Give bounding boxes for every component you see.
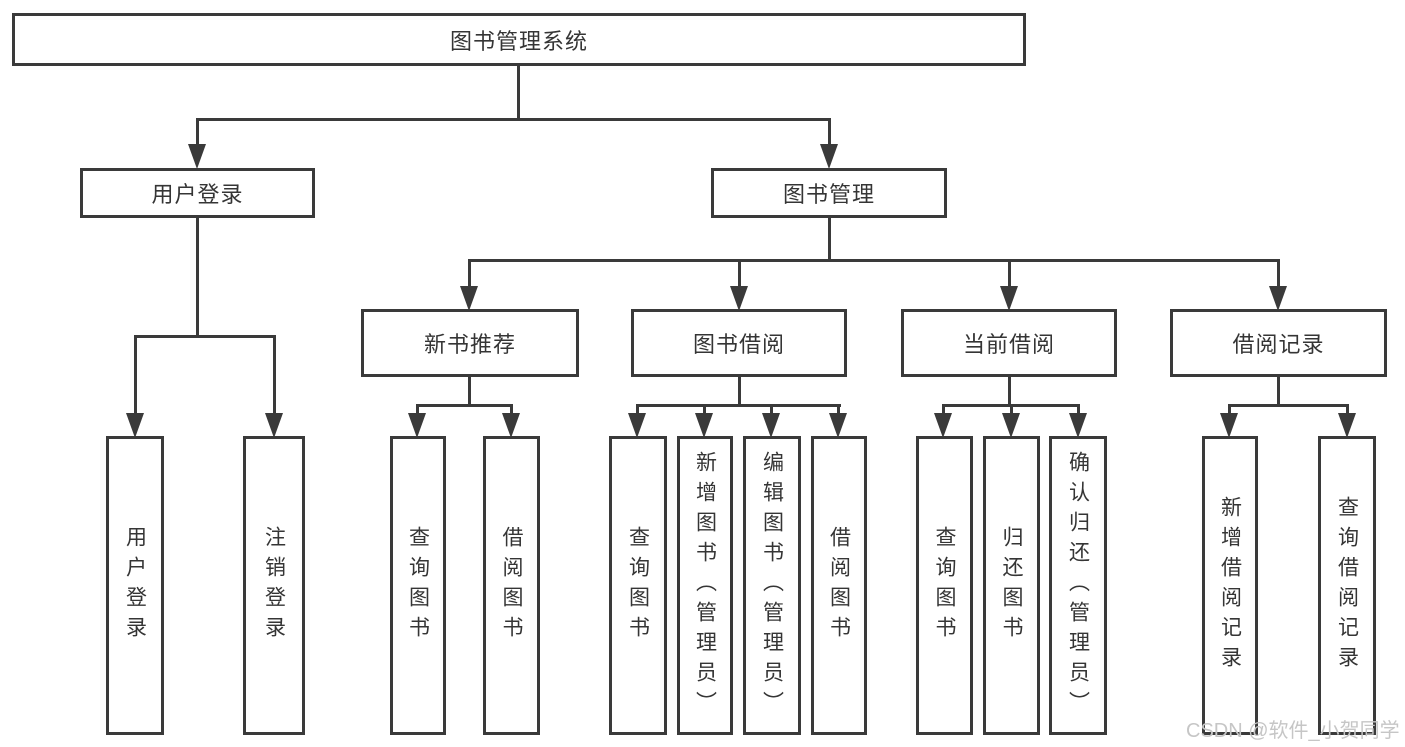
leaf-logout-label: 注销登录	[262, 525, 286, 646]
connector-cb-stem	[1008, 375, 1011, 407]
connector-bb-stem	[738, 375, 741, 407]
leaf-bb-add-books-admin: 新增图书（管理员）	[677, 436, 733, 735]
node-new-book-recommend: 新书推荐	[361, 309, 579, 377]
connector-nbr-stem	[468, 375, 471, 407]
arrow-head-nbr-borrow	[502, 413, 520, 438]
arrow-shaft-borrow-records	[1277, 259, 1280, 287]
leaf-bb-borrow-books: 借阅图书	[811, 436, 867, 735]
node-current-borrow: 当前借阅	[901, 309, 1117, 377]
arrow-head-bb-borrow	[829, 413, 847, 438]
arrow-shaft-book-borrow	[738, 259, 741, 287]
arrow-shaft-cb-confirm	[1077, 404, 1080, 416]
node-borrow-records: 借阅记录	[1170, 309, 1387, 377]
connector-user-login-group	[134, 335, 276, 338]
arrow-head-bb-query	[628, 413, 646, 438]
connector-bb-group	[636, 404, 841, 407]
connector-root-stem	[517, 64, 520, 121]
arrow-head-br-query	[1338, 413, 1356, 438]
arrow-shaft-leaf-user-login	[134, 335, 137, 415]
arrow-head-br-add	[1220, 413, 1238, 438]
leaf-cb-query-books-label: 查询图书	[933, 525, 956, 646]
arrow-head-bb-edit	[762, 413, 780, 438]
arrow-shaft-user-login	[196, 118, 199, 146]
arrow-shaft-br-query	[1346, 404, 1349, 416]
arrow-head-nbr-query	[408, 413, 426, 438]
leaf-cb-confirm-return-admin: 确认归还（管理员）	[1049, 436, 1107, 735]
leaf-cb-confirm-return-admin-label: 确认归还（管理员）	[1066, 450, 1090, 721]
leaf-cb-query-books: 查询图书	[916, 436, 973, 735]
connector-level3	[468, 259, 1280, 262]
arrow-head-cb-return	[1002, 413, 1020, 438]
connector-user-login-stem	[196, 216, 199, 338]
node-book-management: 图书管理	[711, 168, 947, 218]
arrow-shaft-book-management	[828, 118, 831, 146]
arrow-head-cb-confirm	[1069, 413, 1087, 438]
arrow-head-leaf-logout	[265, 413, 283, 438]
node-new-book-recommend-label: 新书推荐	[423, 332, 516, 357]
arrow-shaft-current-borrow	[1008, 259, 1011, 287]
leaf-bb-edit-books-admin: 编辑图书（管理员）	[743, 436, 801, 735]
arrow-head-cb-query	[934, 413, 952, 438]
arrow-shaft-leaf-logout	[273, 335, 276, 415]
leaf-br-add-record-label: 新增借阅记录	[1218, 495, 1242, 676]
node-user-login-label: 用户登录	[151, 182, 244, 207]
leaf-br-query-record: 查询借阅记录	[1318, 436, 1376, 735]
arrow-shaft-bb-borrow	[837, 404, 840, 416]
leaf-cb-return-books-label: 归还图书	[1000, 525, 1023, 646]
csdn-watermark: CSDN @软件_小贺同学	[1186, 720, 1400, 742]
leaf-nbr-query-books: 查询图书	[390, 436, 446, 735]
leaf-br-query-record-label: 查询借阅记录	[1335, 495, 1359, 676]
leaf-nbr-borrow-books-label: 借阅图书	[500, 525, 523, 646]
arrow-head-bb-add	[695, 413, 713, 438]
connector-book-management-stem	[828, 216, 831, 262]
arrow-head-borrow-records	[1269, 286, 1287, 311]
connector-level1	[196, 118, 831, 121]
leaf-logout: 注销登录	[243, 436, 305, 735]
connector-br-stem	[1277, 375, 1280, 407]
node-book-management-label: 图书管理	[782, 182, 875, 207]
arrow-head-book-borrow	[730, 286, 748, 311]
leaf-user-login: 用户登录	[106, 436, 164, 735]
arrow-shaft-br-add	[1228, 404, 1231, 416]
arrow-head-book-management	[820, 144, 838, 169]
leaf-bb-add-books-admin-label: 新增图书（管理员）	[693, 450, 717, 721]
connector-br-group	[1228, 404, 1349, 407]
arrow-shaft-nbr-borrow	[510, 404, 513, 416]
leaf-cb-return-books: 归还图书	[983, 436, 1040, 735]
node-current-borrow-label: 当前借阅	[962, 332, 1055, 357]
node-borrow-records-label: 借阅记录	[1232, 332, 1325, 357]
arrow-shaft-nbr-query	[416, 404, 419, 416]
leaf-bb-query-books: 查询图书	[609, 436, 667, 735]
arrow-head-new-book-recommend	[460, 286, 478, 311]
arrow-shaft-new-book-recommend	[468, 259, 471, 287]
leaf-bb-edit-books-admin-label: 编辑图书（管理员）	[760, 450, 784, 721]
node-user-login: 用户登录	[80, 168, 315, 218]
leaf-br-add-record: 新增借阅记录	[1202, 436, 1258, 735]
arrow-head-leaf-user-login	[126, 413, 144, 438]
arrow-shaft-bb-edit	[770, 404, 773, 416]
arrow-head-current-borrow	[1000, 286, 1018, 311]
connector-nbr-group	[416, 404, 513, 407]
node-root: 图书管理系统	[12, 13, 1026, 66]
node-book-borrow-label: 图书借阅	[692, 332, 785, 357]
node-book-borrow: 图书借阅	[631, 309, 847, 377]
leaf-nbr-borrow-books: 借阅图书	[483, 436, 540, 735]
leaf-nbr-query-books-label: 查询图书	[406, 525, 430, 646]
arrow-shaft-bb-query	[636, 404, 639, 416]
arrow-shaft-bb-add	[703, 404, 706, 416]
leaf-user-login-label: 用户登录	[123, 525, 147, 646]
leaf-bb-borrow-books-label: 借阅图书	[827, 525, 851, 646]
node-root-label: 图书管理系统	[449, 28, 588, 54]
leaf-bb-query-books-label: 查询图书	[626, 525, 650, 646]
arrow-shaft-cb-return	[1010, 404, 1013, 416]
arrow-shaft-cb-query	[942, 404, 945, 416]
arrow-head-user-login	[188, 144, 206, 169]
